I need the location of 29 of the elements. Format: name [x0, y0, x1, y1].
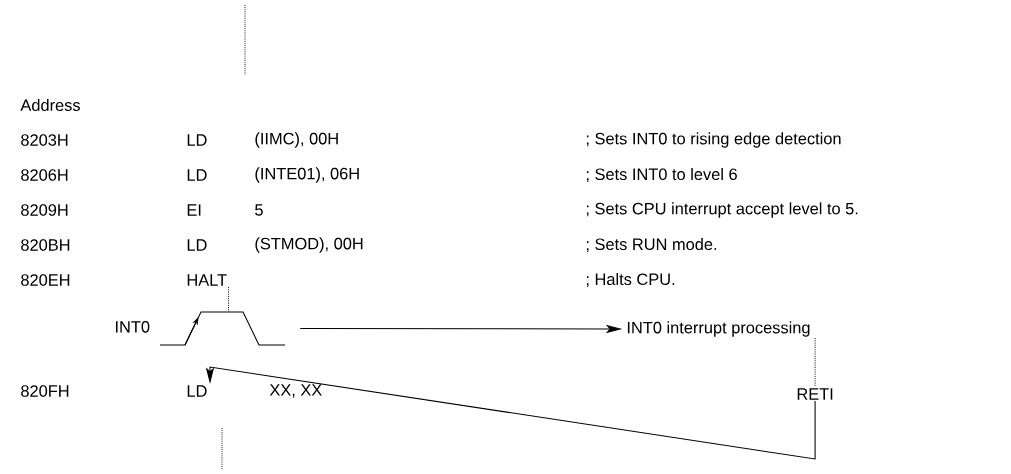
code-text: LD — [187, 134, 207, 146]
dotted-line — [228, 286, 229, 313]
code-text: LD — [187, 169, 207, 181]
code-text: 820FH — [21, 385, 69, 397]
code-text: 8203H — [21, 134, 68, 146]
code-text: LD — [187, 385, 207, 397]
code-text: EI — [187, 204, 201, 216]
code-text: ; Sets RUN mode. — [586, 238, 717, 252]
code-text: 5 — [255, 204, 263, 216]
code-text: (INTE01), 06H — [255, 167, 359, 183]
code-text: ; Sets CPU interrupt accept level to 5. — [586, 202, 858, 218]
code-text: HALT — [187, 274, 227, 286]
code-text: ; Sets INT0 to rising edge detection — [586, 132, 841, 148]
code-text: XX, XX — [269, 384, 322, 398]
code-text: ; Halts CPU. — [586, 273, 675, 287]
code-text: (IIMC), 00H — [255, 132, 338, 148]
code-text: (STMOD), 00H — [255, 237, 363, 253]
code-text: LD — [187, 239, 207, 251]
dotted-line — [814, 337, 816, 388]
code-text: ; Sets INT0 to level 6 — [586, 168, 737, 182]
code-text: 820BH — [21, 239, 70, 251]
signal-name: INT0 — [116, 321, 150, 333]
pulse-waveform — [159, 311, 286, 346]
code-text: 8206H — [21, 169, 68, 181]
code-text: 8209H — [21, 204, 68, 216]
code-text: INT0 interrupt processing — [627, 321, 810, 337]
code-text: 820EH — [21, 274, 70, 286]
code-text: Address — [20, 99, 80, 112]
code-text: RETI — [797, 388, 833, 400]
